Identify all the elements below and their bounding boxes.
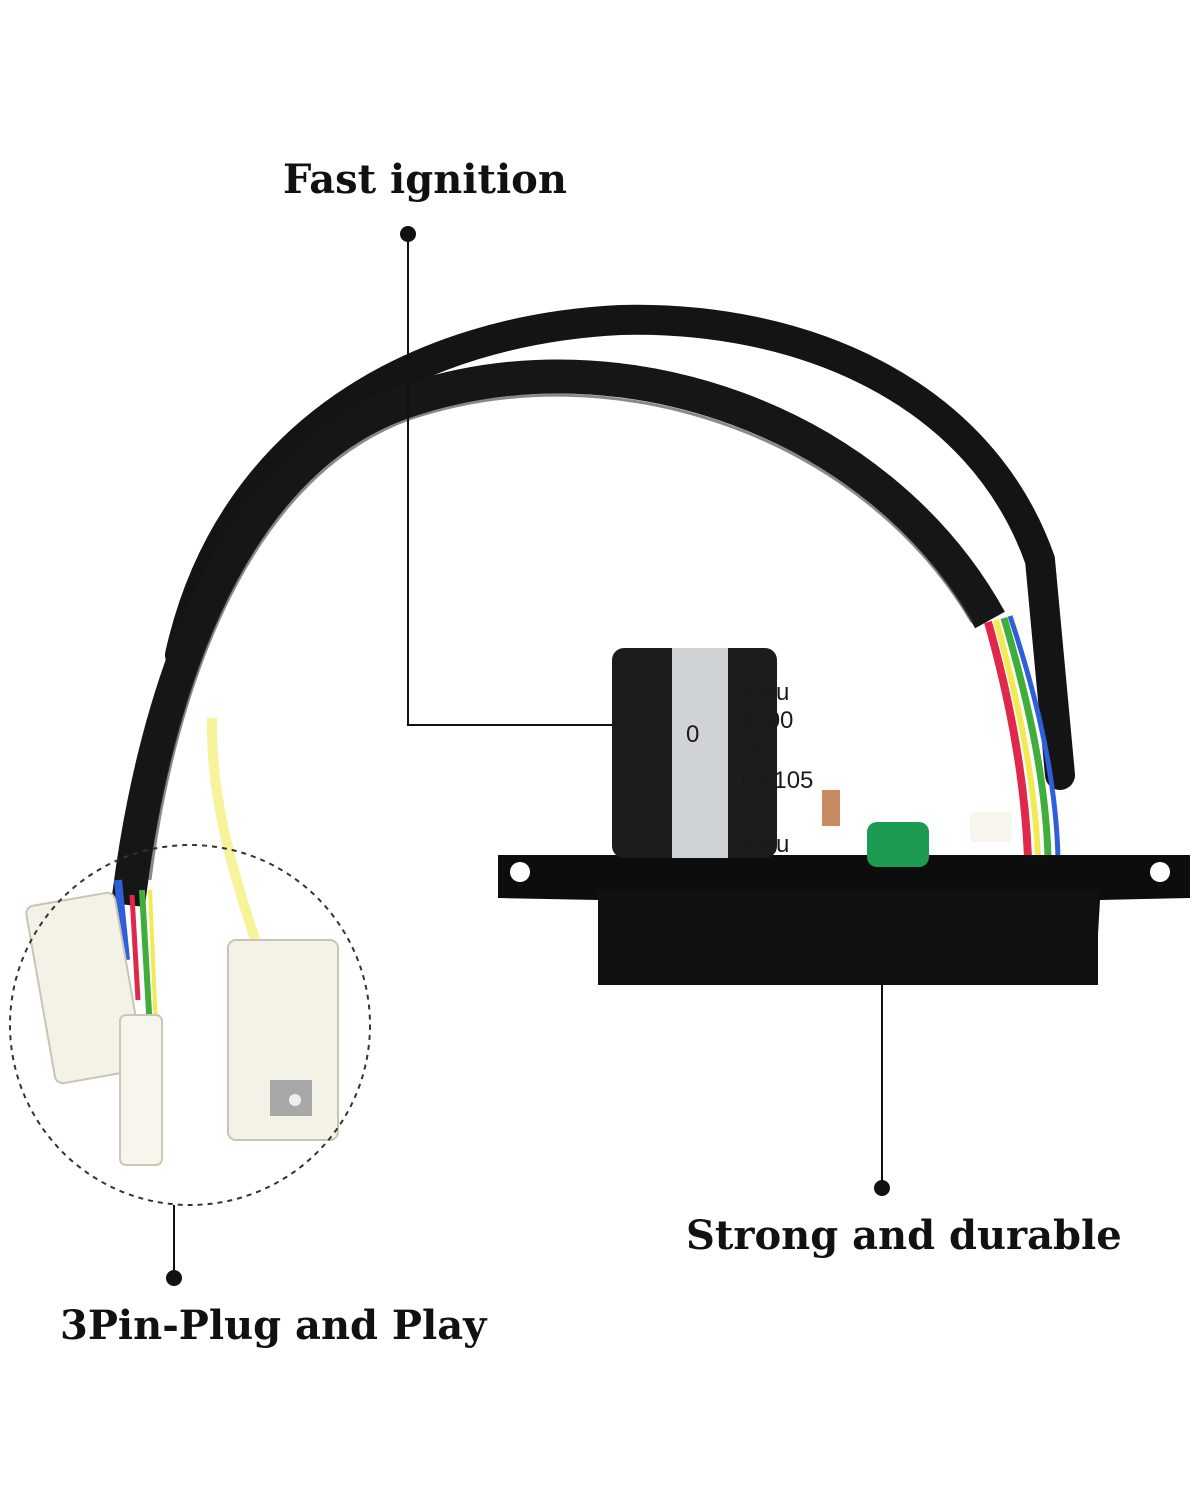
- small-connector: [970, 812, 1012, 842]
- left-wires: [114, 717, 267, 1031]
- connectors: [25, 891, 339, 1166]
- pcb-components: [822, 790, 1012, 867]
- right-wires: [984, 615, 1061, 859]
- cable-front: [111, 359, 1005, 908]
- capacitor-mark: 0: [686, 721, 699, 748]
- capacitor-voltage: 80: [748, 737, 775, 764]
- callout-strong-durable: [874, 985, 890, 1196]
- callout-fast-ignition: [400, 226, 612, 726]
- regulator-housing: [498, 855, 1190, 985]
- capacitor-brand: Ketu: [740, 679, 789, 706]
- main-capacitor: 0 Ketu 2200 80 CE105 Ketu: [612, 648, 813, 858]
- small-component: [822, 790, 840, 826]
- callout-plug-play: [166, 1205, 182, 1286]
- capacitor-brand-lower: Ketu: [740, 831, 789, 858]
- housing-body: [598, 890, 1098, 985]
- yellow-wire: [206, 717, 267, 962]
- cable-back: [165, 304, 1075, 790]
- capacitor-silver-stripe: [672, 648, 728, 858]
- connector-pin: [289, 1094, 301, 1106]
- capacitor-code: CE105: [740, 767, 813, 794]
- cable-highlight: [148, 393, 974, 881]
- cable-bundle: [111, 304, 1075, 908]
- capacitor-value: 2200: [740, 707, 793, 734]
- strong-durable-label: Strong and durable: [686, 1212, 1122, 1259]
- fast-ignition-label: Fast ignition: [283, 156, 567, 203]
- dashed-circle-icon: [9, 844, 371, 1206]
- green-capacitor: [867, 822, 929, 867]
- connector-left: [25, 891, 145, 1085]
- plug-play-label: 3Pin-Plug and Play: [60, 1302, 487, 1349]
- connector-mid: [119, 1014, 163, 1166]
